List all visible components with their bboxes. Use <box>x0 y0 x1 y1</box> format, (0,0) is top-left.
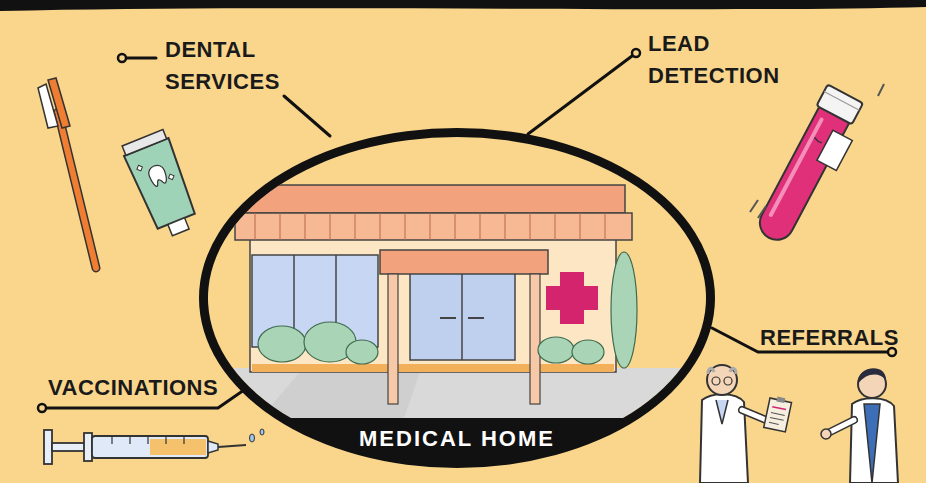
oval-ring <box>199 128 715 468</box>
oval-outline <box>199 128 715 468</box>
toothbrush-icon <box>38 78 96 268</box>
node-title: MEDICAL HOME <box>359 426 555 452</box>
callout-slot: REFERRALS <box>760 322 910 354</box>
callout-label: DENTAL SERVICES <box>165 34 295 98</box>
motion-marks <box>750 84 884 218</box>
leader-lines <box>46 56 888 408</box>
oval-node: MEDICAL HOME <box>199 128 715 468</box>
callout-label: VACCINATIONS <box>48 372 248 404</box>
leader-dots <box>38 49 896 412</box>
callout-label: LEAD DETECTION <box>648 28 808 92</box>
callout-slot: VACCINATIONS <box>48 372 248 404</box>
callout-label: REFERRALS <box>760 322 910 354</box>
callout-slot: LEAD DETECTION <box>648 28 808 92</box>
doctors-figure <box>700 365 898 483</box>
toothpaste-icon <box>120 129 203 242</box>
top-bar <box>0 0 926 11</box>
test-tube-icon <box>751 84 870 250</box>
callout-slot: DENTAL SERVICES <box>165 34 295 98</box>
clinic-building <box>190 120 730 430</box>
syringe-icon <box>44 429 264 464</box>
